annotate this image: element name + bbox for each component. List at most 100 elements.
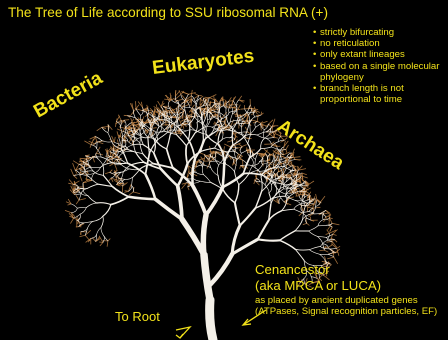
twig [324, 246, 326, 250]
branch [269, 211, 282, 221]
twig [337, 246, 340, 248]
branch [256, 124, 261, 127]
branch [318, 237, 323, 244]
branch [266, 138, 271, 144]
branch [309, 250, 319, 255]
branch [276, 185, 277, 195]
branch [264, 132, 270, 138]
branch [235, 203, 240, 226]
branch [295, 249, 304, 260]
twig [328, 245, 332, 248]
branch [201, 148, 215, 151]
twig [135, 126, 136, 129]
branch [294, 204, 301, 209]
twig [158, 101, 162, 107]
branch [243, 173, 261, 174]
twig [85, 235, 90, 241]
branch [258, 164, 263, 170]
domain-label-bacteria: Bacteria [30, 67, 106, 122]
branch [168, 101, 170, 108]
twig [329, 218, 330, 225]
branch [86, 203, 96, 208]
twig [209, 95, 216, 98]
branch [251, 158, 253, 166]
twig [71, 169, 74, 176]
branch [97, 149, 101, 157]
twig [114, 137, 115, 143]
branch [155, 199, 182, 219]
twig [79, 199, 86, 201]
twig [303, 223, 307, 225]
twig [286, 145, 289, 150]
branch [71, 204, 77, 208]
branch [217, 165, 218, 176]
branch [223, 163, 225, 187]
twig [154, 108, 155, 116]
branch [206, 187, 223, 215]
twig [136, 101, 137, 109]
twig [240, 165, 241, 168]
twig [136, 105, 139, 109]
twig [310, 195, 311, 199]
twig [133, 192, 140, 194]
branch [309, 231, 318, 237]
branch [103, 236, 105, 243]
twig [239, 144, 242, 146]
twig [330, 227, 332, 231]
branch [125, 177, 133, 179]
branch [114, 142, 120, 144]
twig [178, 99, 183, 100]
branch [258, 239, 280, 240]
twig [108, 239, 110, 241]
branch [193, 181, 201, 183]
branch [320, 254, 325, 260]
twig [107, 241, 108, 247]
branch [111, 197, 129, 205]
branch [232, 239, 258, 254]
branch [120, 120, 121, 127]
twig [330, 213, 331, 217]
twig [65, 210, 71, 212]
branch [193, 185, 206, 215]
twig [100, 242, 103, 246]
twig [307, 207, 313, 208]
branch [289, 160, 295, 162]
twig [209, 97, 215, 100]
branch [94, 171, 104, 175]
branch [131, 162, 144, 164]
branch [203, 165, 211, 168]
branch [318, 220, 323, 226]
branch [91, 235, 97, 239]
twig [246, 138, 252, 139]
branch [167, 149, 173, 168]
twig [326, 233, 330, 234]
twig [257, 121, 260, 123]
twig [124, 191, 128, 192]
cenancestor-note: as placed by ancient duplicated genes (A… [255, 295, 445, 317]
branch [183, 107, 190, 108]
twig [227, 140, 234, 142]
branch [200, 181, 210, 182]
twig [192, 105, 194, 108]
branch [245, 124, 249, 135]
twig [332, 223, 339, 225]
twig [201, 96, 204, 98]
branch [161, 169, 178, 186]
cenancestor-label: Cenancestor (aka MRCA or LUCA) [255, 262, 381, 293]
branch [320, 240, 327, 246]
twig [80, 175, 82, 181]
twig [87, 180, 92, 181]
branch [71, 208, 77, 213]
twig [119, 184, 125, 185]
twig [188, 187, 189, 190]
twig [274, 137, 278, 138]
twig [324, 213, 328, 214]
branch [93, 216, 103, 221]
branch [210, 300, 213, 340]
branch [281, 198, 285, 202]
branch [215, 148, 225, 151]
twig [231, 120, 234, 126]
branch [186, 146, 187, 164]
branch [210, 254, 232, 285]
